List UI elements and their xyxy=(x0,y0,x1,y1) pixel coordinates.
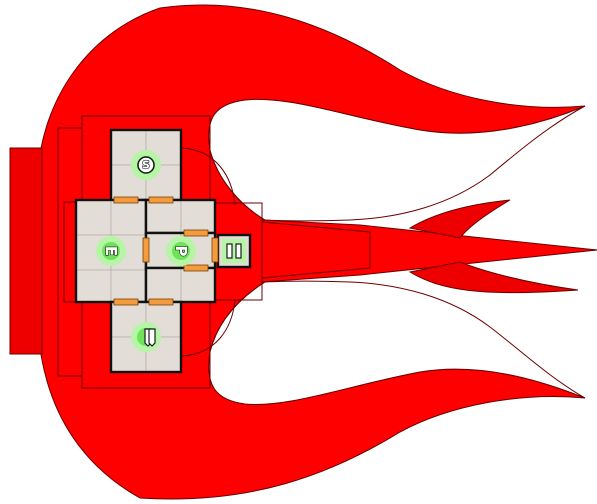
svg-text:E: E xyxy=(102,246,120,256)
system-engines[interactable]: E xyxy=(96,236,126,266)
door-upper-center[interactable] xyxy=(183,229,209,237)
pilot-chair-icon: P xyxy=(171,245,190,257)
door-top-right[interactable] xyxy=(148,196,174,204)
door-control-icon xyxy=(226,243,242,259)
system-shields[interactable]: S xyxy=(131,150,161,180)
room-center-upper[interactable] xyxy=(144,198,217,235)
svg-text:S: S xyxy=(142,159,150,172)
ship-doors xyxy=(113,196,219,306)
system-weapons[interactable] xyxy=(131,322,161,352)
hull-upper-arc xyxy=(181,147,236,206)
door-top-left[interactable] xyxy=(113,196,139,204)
hull-lance-detail xyxy=(261,221,371,279)
svg-text:P: P xyxy=(172,246,190,257)
system-door-control[interactable] xyxy=(222,239,246,263)
engine-icon: E xyxy=(101,245,120,256)
hull-rear-engine xyxy=(9,147,43,355)
hull-lower-arc xyxy=(181,299,236,357)
hull-lance-lower-spike xyxy=(408,261,579,294)
door-lower-center[interactable] xyxy=(183,264,209,272)
door-bottom-right[interactable] xyxy=(148,298,174,306)
door-nose[interactable] xyxy=(211,237,219,263)
hull-lance-upper-spike xyxy=(408,199,511,239)
door-left-mid[interactable] xyxy=(142,237,150,263)
missile-icon xyxy=(144,328,156,347)
room-center-lower[interactable] xyxy=(144,266,217,304)
shield-s-icon: S xyxy=(137,156,155,174)
ship-hull xyxy=(9,4,597,500)
door-bottom-left[interactable] xyxy=(113,298,139,306)
system-piloting[interactable]: P xyxy=(166,236,196,266)
